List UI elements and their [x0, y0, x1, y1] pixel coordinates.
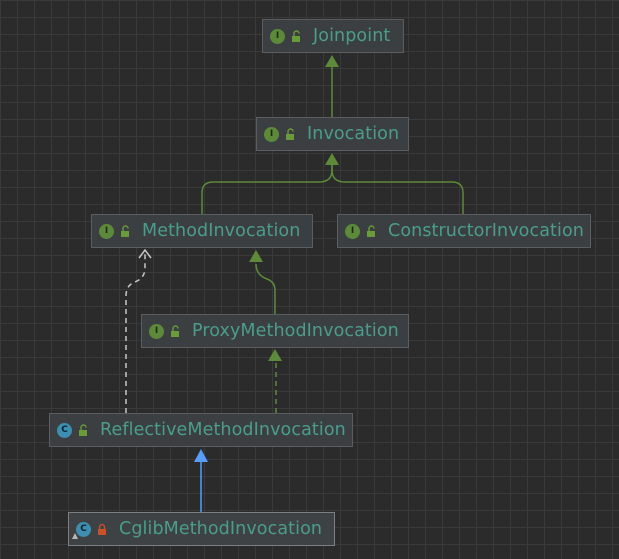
node-label: ProxyMethodInvocation	[192, 321, 399, 341]
lock-icon	[98, 523, 106, 535]
arrowhead-proxymethodinvocation	[268, 349, 282, 361]
node-label: Invocation	[307, 124, 400, 144]
arrowhead-reflective	[194, 449, 208, 462]
edge-proxymethodinvocation-extends-methodinvocation	[255, 263, 276, 314]
node-label: CglibMethodInvocation	[119, 519, 323, 539]
open-lock-icon	[292, 30, 300, 42]
arrowhead-joinpoint	[325, 55, 339, 67]
node-label: ReflectiveMethodInvocation	[100, 420, 346, 440]
open-arrowhead-methodinvocation	[138, 248, 152, 259]
edge-constructorinvocation-extends-invocation	[331, 165, 464, 214]
arrowhead-invocation	[325, 153, 339, 165]
node-reflective-method-invocation[interactable]: C ReflectiveMethodInvocation	[49, 413, 353, 447]
node-joinpoint[interactable]: I Joinpoint	[262, 19, 404, 53]
interface-icon: I	[264, 126, 279, 142]
open-lock-icon	[367, 225, 375, 237]
interface-icon: I	[149, 323, 164, 339]
class-icon: C	[57, 422, 72, 438]
class-icon: C	[72, 521, 91, 539]
node-invocation[interactable]: I Invocation	[256, 117, 409, 151]
node-constructor-invocation[interactable]: I ConstructorInvocation	[337, 214, 591, 248]
interface-icon: I	[270, 28, 285, 44]
open-lock-icon	[171, 325, 179, 337]
abstract-badge-icon	[72, 532, 78, 539]
node-label: Joinpoint	[313, 26, 391, 46]
node-proxy-method-invocation[interactable]: I ProxyMethodInvocation	[141, 314, 409, 348]
interface-icon: I	[345, 223, 360, 239]
open-lock-icon	[121, 225, 129, 237]
node-method-invocation[interactable]: I MethodInvocation	[91, 214, 313, 248]
edge-methodinvocation-extends-invocation	[201, 165, 333, 214]
edge-reflective-uses-methodinvocation	[125, 252, 146, 413]
node-label: ConstructorInvocation	[388, 221, 584, 241]
open-lock-icon	[79, 424, 87, 436]
arrowhead-methodinvocation	[249, 250, 263, 262]
node-cglib-method-invocation[interactable]: C CglibMethodInvocation	[68, 512, 335, 546]
node-label: MethodInvocation	[142, 221, 301, 241]
interface-icon: I	[99, 223, 114, 239]
open-lock-icon	[286, 128, 294, 140]
